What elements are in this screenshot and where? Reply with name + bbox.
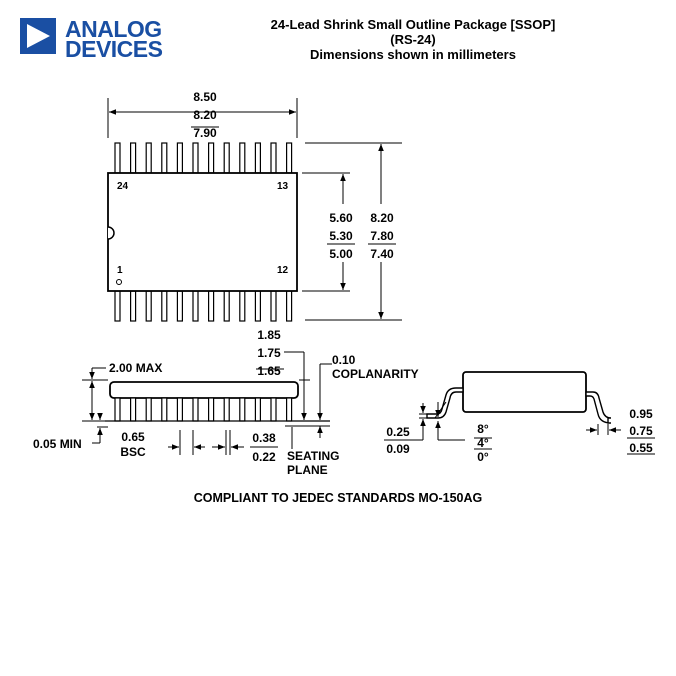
side-lead	[223, 397, 230, 422]
height-dim-min: 1.65	[257, 364, 281, 378]
side-lead	[176, 397, 183, 422]
side-lead	[208, 397, 215, 422]
top-lead	[254, 142, 261, 174]
bottom-lead	[192, 290, 199, 322]
top-view	[107, 98, 402, 322]
jedec-compliance-note: COMPLIANT TO JEDEC STANDARDS MO-150AG	[193, 491, 483, 505]
top-view-leads	[114, 142, 293, 322]
top-lead	[286, 142, 293, 174]
side-lead	[270, 397, 277, 422]
total-height-dim-max: 8.20	[370, 211, 394, 225]
coplanarity-label: COPLANARITY	[332, 367, 419, 381]
foot-length-dim-nom: 0.75	[629, 424, 653, 438]
analog-devices-logo-icon	[20, 18, 56, 54]
side-view	[82, 351, 332, 455]
pitch-dim-value: 0.65	[121, 430, 145, 444]
package-code: (RS-24)	[390, 32, 436, 47]
standoff-min-dim: 0.05 MIN	[33, 437, 82, 451]
bottom-lead	[145, 290, 152, 322]
bottom-lead	[270, 290, 277, 322]
total-height-dim-min: 7.40	[370, 247, 394, 261]
body-height-dim-max: 5.60	[329, 211, 353, 225]
height-dim-max: 1.85	[257, 328, 281, 342]
side-view-body	[109, 381, 299, 399]
foot-length-dim-min: 0.55	[629, 441, 653, 455]
width-dim-max: 8.50	[193, 90, 217, 104]
thickness-dim-max: 0.25	[386, 425, 410, 439]
package-title: 24-Lead Shrink Small Outline Package [SS…	[270, 17, 556, 32]
pin-label-24: 24	[117, 181, 129, 192]
side-lead	[286, 397, 293, 422]
bottom-lead	[130, 290, 137, 322]
lead-width-dim-max: 0.38	[252, 431, 276, 445]
bottom-lead	[176, 290, 183, 322]
top-lead	[176, 142, 183, 174]
bottom-lead	[223, 290, 230, 322]
logo-text-line1: ANALOG	[65, 16, 162, 42]
total-height-dim-nom: 7.80	[370, 229, 394, 243]
height-dim-nom: 1.75	[257, 346, 281, 360]
bottom-lead	[286, 290, 293, 322]
side-lead	[254, 397, 261, 422]
bottom-lead	[114, 290, 121, 322]
top-lead	[192, 142, 199, 174]
pin-label-12: 12	[277, 265, 289, 276]
top-lead	[239, 142, 246, 174]
top-lead	[161, 142, 168, 174]
bottom-lead	[208, 290, 215, 322]
units-note: Dimensions shown in millimeters	[310, 47, 516, 62]
seating-plane-label-1: SEATING	[287, 449, 339, 463]
side-lead	[192, 397, 199, 422]
thickness-dim-min: 0.09	[386, 442, 410, 456]
angle-dim-min: 0°	[477, 450, 489, 464]
top-lead	[208, 142, 215, 174]
width-dim-nom: 8.20	[193, 108, 217, 122]
seating-plane-label-2: PLANE	[287, 463, 328, 477]
end-view-right-lead	[585, 391, 612, 424]
top-lead	[270, 142, 277, 174]
top-lead	[114, 142, 121, 174]
top-lead	[223, 142, 230, 174]
top-view-body	[107, 172, 298, 292]
end-view	[384, 371, 655, 455]
side-lead	[114, 397, 121, 422]
bottom-lead	[161, 290, 168, 322]
side-view-leads	[114, 397, 293, 422]
top-lead	[145, 142, 152, 174]
body-height-dim-nom: 5.30	[329, 229, 353, 243]
top-lead	[130, 142, 137, 174]
lead-width-dim-min: 0.22	[252, 450, 276, 464]
body-height-dim-min: 5.00	[329, 247, 353, 261]
coplanarity-value: 0.10	[332, 353, 356, 367]
pin-label-1: 1	[117, 265, 123, 276]
pin-label-13: 13	[277, 181, 289, 192]
foot-length-dim-max: 0.95	[629, 407, 653, 421]
pin1-notch	[107, 226, 115, 240]
side-lead	[239, 397, 246, 422]
bottom-lead	[254, 290, 261, 322]
angle-dim-max: 8°	[477, 422, 489, 436]
width-dim-min: 7.90	[193, 126, 217, 140]
pin1-dot	[116, 279, 122, 285]
bottom-lead	[239, 290, 246, 322]
angle-dim-nom: 4°	[477, 436, 489, 450]
side-lead	[145, 397, 152, 422]
max-height-dim: 2.00 MAX	[109, 361, 162, 375]
side-lead	[130, 397, 137, 422]
side-lead	[161, 397, 168, 422]
logo-text-line2: DEVICES	[65, 36, 163, 62]
end-view-body	[462, 371, 587, 413]
pitch-dim-label: BSC	[120, 445, 146, 459]
